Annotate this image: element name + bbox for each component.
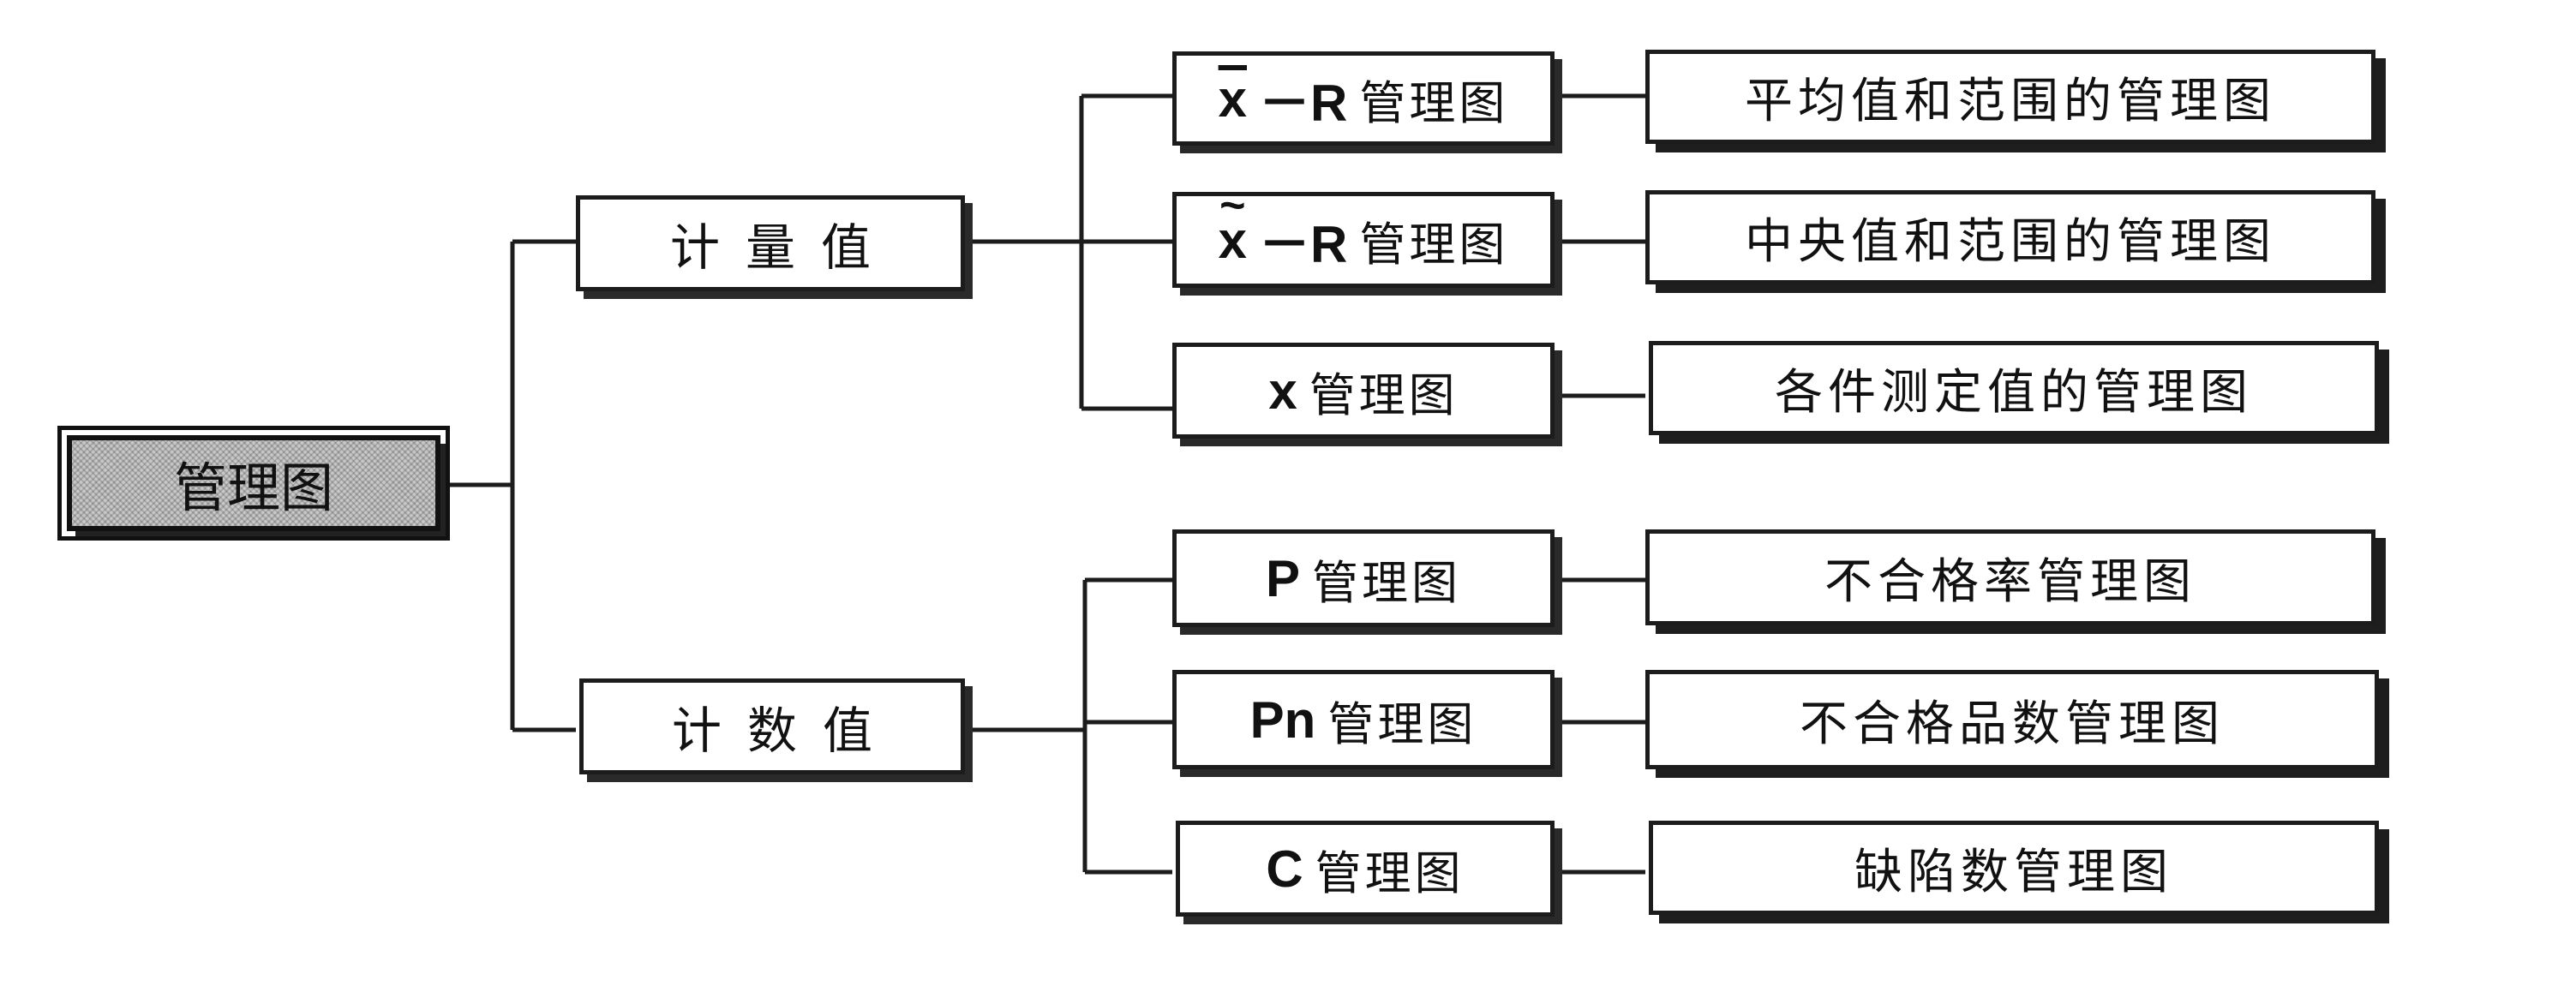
description-text: 中央值和范围的管理图 bbox=[1745, 213, 2276, 270]
description-text: 不合格率管理图 bbox=[1824, 553, 2196, 610]
description-box: 各件测定值的管理图 bbox=[1649, 341, 2379, 435]
description-text: 不合格品数管理图 bbox=[1800, 696, 2225, 752]
chart-suffix: 管理图 bbox=[1312, 555, 1462, 610]
chart-node-c: C 管理图 bbox=[1176, 821, 1555, 917]
chart-node-xtilde-r: x －R 管理图 bbox=[1172, 192, 1555, 288]
chart-symbol: x bbox=[1268, 362, 1297, 420]
chart-symbol-extra: －R bbox=[1259, 74, 1348, 132]
chart-symbol: Pn bbox=[1249, 690, 1316, 749]
chart-suffix: 管理图 bbox=[1359, 217, 1509, 272]
group-label: 计数值 bbox=[671, 702, 898, 760]
group-label: 计量值 bbox=[669, 218, 896, 277]
description-text: 缺陷数管理图 bbox=[1854, 844, 2173, 900]
chart-node-xbar-r: x －R 管理图 bbox=[1172, 51, 1555, 146]
chart-symbol: x bbox=[1218, 69, 1248, 128]
chart-symbol: x bbox=[1219, 211, 1247, 270]
description-box: 中央值和范围的管理图 bbox=[1645, 190, 2375, 284]
description-box: 平均值和范围的管理图 bbox=[1645, 50, 2375, 144]
chart-suffix: 管理图 bbox=[1359, 75, 1509, 130]
description-box: 缺陷数管理图 bbox=[1649, 821, 2379, 915]
root-label: 管理图 bbox=[173, 457, 333, 519]
chart-suffix: 管理图 bbox=[1327, 696, 1477, 751]
group-node-measured: 计量值 bbox=[576, 195, 965, 291]
description-text: 各件测定值的管理图 bbox=[1775, 364, 2253, 421]
chart-suffix: 管理图 bbox=[1315, 846, 1465, 900]
description-box: 不合格率管理图 bbox=[1645, 529, 2375, 625]
chart-symbol: P bbox=[1265, 549, 1301, 607]
chart-symbol-extra: －R bbox=[1259, 215, 1348, 273]
chart-node-pn: Pn 管理图 bbox=[1172, 670, 1555, 769]
description-box: 不合格品数管理图 bbox=[1645, 670, 2379, 769]
chart-symbol: C bbox=[1266, 840, 1303, 898]
description-text: 平均值和范围的管理图 bbox=[1745, 73, 2276, 129]
chart-node-x: x 管理图 bbox=[1172, 343, 1555, 439]
group-node-counted: 计数值 bbox=[579, 678, 965, 774]
root-node: 管理图 bbox=[57, 426, 450, 541]
chart-suffix: 管理图 bbox=[1309, 368, 1459, 422]
chart-node-p: P 管理图 bbox=[1172, 529, 1555, 627]
